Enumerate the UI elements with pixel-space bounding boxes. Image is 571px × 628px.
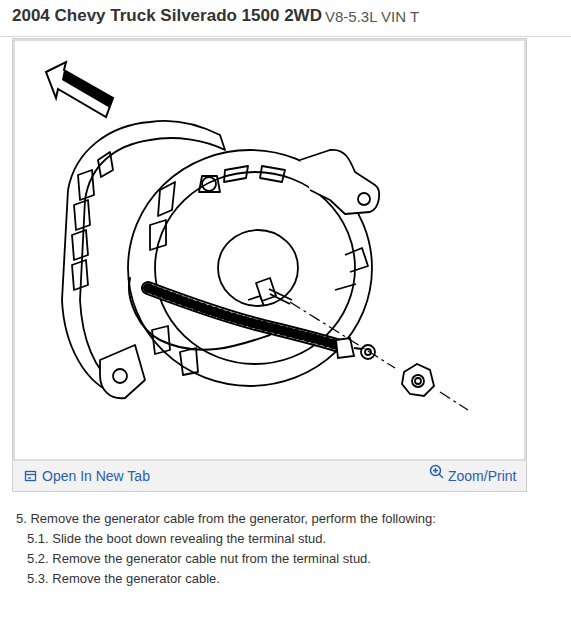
generator	[62, 121, 379, 398]
figure-panel	[14, 40, 525, 460]
generator-cable	[129, 278, 345, 350]
new-tab-icon	[26, 472, 36, 481]
instruction-step: 5. Remove the generator cable from the g…	[16, 511, 436, 526]
figure-frame	[13, 39, 527, 492]
instruction-substep: 5.1. Slide the boot down revealing the t…	[27, 531, 326, 546]
figure-toolbar	[13, 461, 526, 491]
toolbar-link: Open In New Tab	[42, 468, 150, 484]
instruction-substep: 5.2. Remove the generator cable nut from…	[27, 551, 371, 566]
instruction-substep: 5.3. Remove the generator cable.	[27, 571, 220, 586]
engine-code: V8-5.3L VIN T	[325, 8, 419, 25]
toolbar-link: Zoom/Print	[448, 468, 516, 484]
direction-arrow	[46, 62, 113, 117]
assembly-line	[290, 302, 468, 410]
page-title: 2004 Chevy Truck Silverado 1500 2WD	[12, 6, 322, 26]
header-rule	[0, 36, 571, 37]
cable-terminal	[336, 338, 375, 359]
zoom-icon	[431, 466, 444, 479]
terminal-nut	[402, 364, 434, 396]
